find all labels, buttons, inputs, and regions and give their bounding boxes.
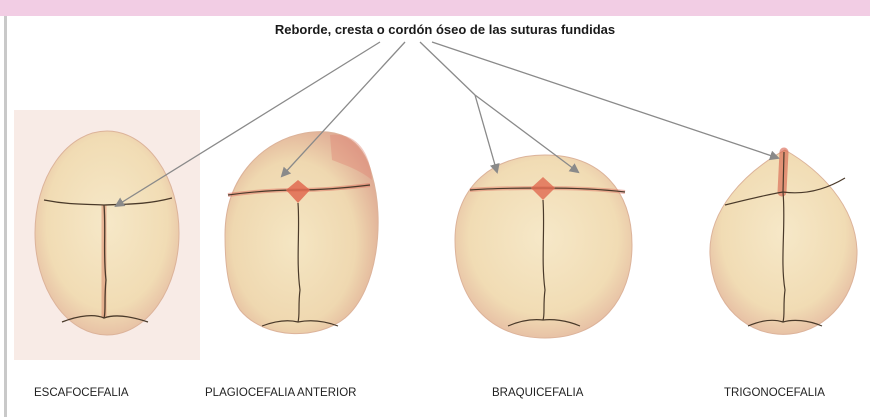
skull-escafocefalia	[35, 131, 179, 335]
skull-trigonocefalia	[710, 150, 857, 334]
skull-braquicefalia	[455, 155, 632, 338]
pointer-arrows	[116, 42, 778, 206]
label-trigonocefalia: TRIGONOCEFALIA	[724, 387, 825, 399]
skull-plagiocefalia	[225, 132, 378, 334]
arrow-to-braquicefalia-left	[475, 95, 497, 172]
arrow-to-trigonocefalia	[432, 42, 778, 158]
label-braquicefalia: BRAQUICEFALIA	[492, 387, 583, 399]
arrow-to-braquicefalia-trunk	[420, 42, 475, 95]
label-plagiocefalia-anterior: PLAGIOCEFALIA ANTERIOR	[205, 387, 356, 399]
label-escafocefalia: ESCAFOCEFALIA	[34, 387, 129, 399]
